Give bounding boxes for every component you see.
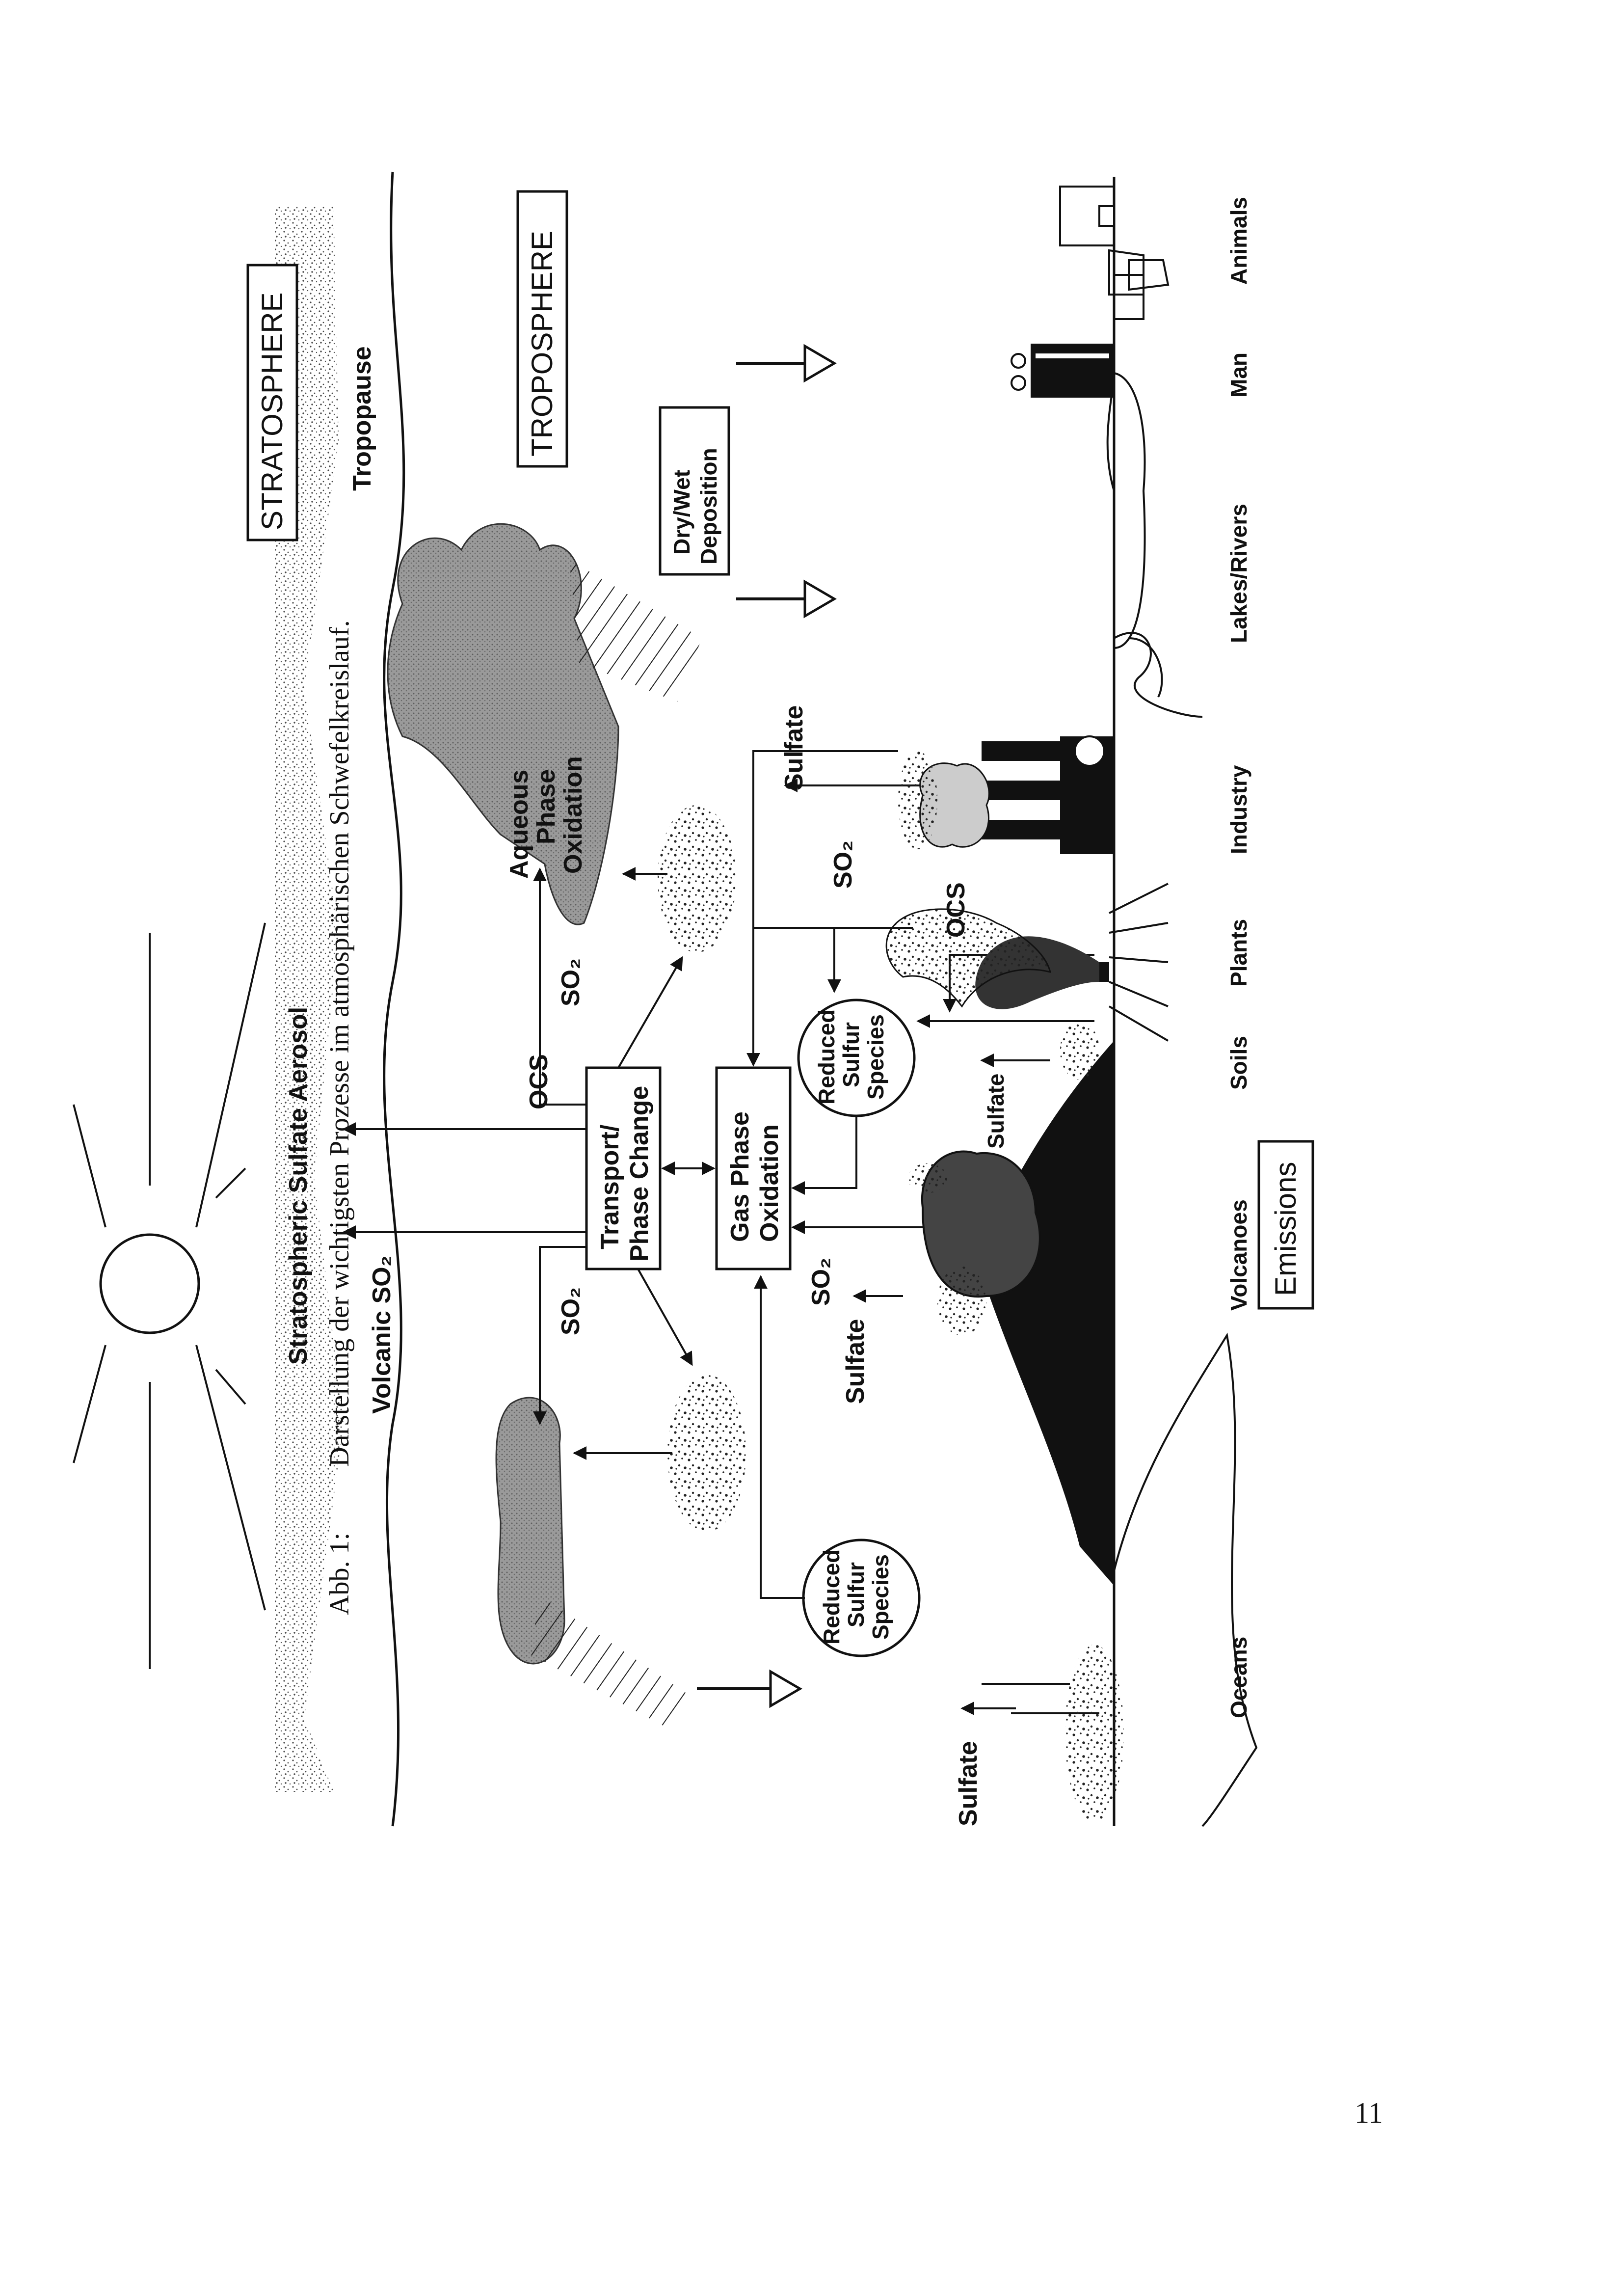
emissions-label: Emissions xyxy=(1269,1162,1302,1296)
so2-industry-label: SO₂ xyxy=(829,840,857,889)
tree-icon xyxy=(885,883,1169,1042)
deposition-label-2: Deposition xyxy=(696,448,721,565)
animals-icon xyxy=(1059,186,1170,320)
volcanic-so2-label: Volcanic SO₂ xyxy=(368,1255,396,1414)
gas-phase-label-1: Gas Phase xyxy=(726,1111,754,1242)
sulfate-volcano-label: Sulfate xyxy=(841,1319,870,1404)
particle-cluster-upper xyxy=(658,805,736,952)
source-soils: Soils xyxy=(1226,1036,1251,1090)
stratospheric-aerosol-band xyxy=(275,206,344,1792)
sulfate-oceans-label: Sulfate xyxy=(954,1741,983,1826)
particle-cluster-lower xyxy=(667,1375,746,1532)
volcano-icon xyxy=(908,1041,1114,1586)
reduced-ocean-label-1: Reduced xyxy=(819,1549,844,1645)
aqueous-label-3: Oxidation xyxy=(559,756,587,874)
page-number: 11 xyxy=(1355,2097,1383,2129)
reduced-land-label-3: Species xyxy=(863,1014,888,1100)
aqueous-cloud xyxy=(387,523,702,925)
sulfate-soils-label: Sulfate xyxy=(983,1074,1009,1149)
tropopause-line xyxy=(383,171,405,1827)
factory-icon xyxy=(898,735,1114,854)
transport-box xyxy=(585,1066,662,1270)
sun-icon xyxy=(73,922,266,1669)
so2-right-label: SO₂ xyxy=(557,958,585,1006)
gas-phase-box xyxy=(715,1066,792,1270)
aqueous-label-2: Phase xyxy=(532,769,560,844)
reduced-sulfur-circle-land xyxy=(797,999,916,1117)
lake-icon xyxy=(1106,372,1203,718)
reduced-ocean-label-3: Species xyxy=(868,1554,893,1640)
transport-label-2: Phase Change xyxy=(625,1086,654,1262)
deposition-label-1: Dry/Wet xyxy=(669,470,694,555)
source-volcanoes: Volcanoes xyxy=(1226,1199,1251,1311)
deposition-arrow-1 xyxy=(736,344,837,383)
source-man: Man xyxy=(1226,352,1251,398)
people-icon xyxy=(1011,344,1114,398)
so2-left-label: SO₂ xyxy=(557,1287,585,1335)
deposition-arrow-3 xyxy=(697,1669,802,1708)
source-oceans: Oceans xyxy=(1226,1637,1251,1718)
stratosphere-label: STRATOSPHERE xyxy=(256,292,289,530)
emissions-box xyxy=(1257,1140,1314,1310)
gas-phase-label-2: Oxidation xyxy=(755,1124,784,1242)
ocs-plants-label: OCS xyxy=(942,882,970,938)
ocs-up-label: OCS xyxy=(525,1054,553,1109)
troposphere-label: TROPOSPHERE xyxy=(526,231,559,457)
transport-label-1: Transport/ xyxy=(596,1125,624,1249)
ocean-spray xyxy=(1065,1645,1124,1821)
deposition-box xyxy=(659,406,730,576)
deposition-arrow-2 xyxy=(736,579,837,619)
source-animals: Animals xyxy=(1226,197,1251,285)
soils-spray xyxy=(1060,1021,1099,1080)
so2-volcano-label: SO₂ xyxy=(807,1258,835,1306)
aqueous-label-1: Aqueous xyxy=(505,770,533,879)
troposphere-box xyxy=(516,190,568,468)
ocean-cloud xyxy=(495,1397,687,1728)
source-lakes-rivers: Lakes/Rivers xyxy=(1226,504,1251,643)
reduced-land-label-2: Sulfur xyxy=(838,1022,864,1087)
reduced-ocean-label-2: Sulfur xyxy=(843,1562,869,1627)
stratosphere-box xyxy=(246,264,298,541)
sulfate-industry-label: Sulfate xyxy=(780,705,808,790)
tropopause-label: Tropopause xyxy=(348,346,376,491)
reduced-land-label-1: Reduced xyxy=(814,1009,839,1105)
source-industry: Industry xyxy=(1226,765,1251,854)
stratospheric-aerosol-label: Stratospheric Sulfate Aerosol xyxy=(284,1007,313,1365)
ocean-coast xyxy=(1113,1332,1258,1827)
source-plants: Plants xyxy=(1226,919,1251,987)
flow-arrows xyxy=(342,750,1099,1715)
